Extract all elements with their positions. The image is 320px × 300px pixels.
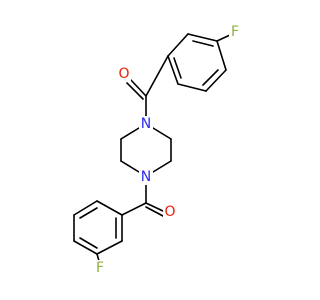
c-o-bottom-bond-b <box>145 206 164 217</box>
ring-top-bond-4 <box>205 69 227 92</box>
ring-bottom-inner-2 <box>79 237 98 249</box>
atom-oxygen-bottom: O <box>163 204 177 220</box>
ring-top-bond-1 <box>167 33 189 57</box>
piperazine-bond-3 <box>120 160 140 173</box>
ring-bottom-bond-1 <box>96 200 123 216</box>
atom-oxygen-top: O <box>117 66 131 82</box>
ring-top-bond-6 <box>167 55 179 85</box>
atom-label-oxygen-top: O <box>118 66 129 82</box>
ring-top-bond-2 <box>187 33 218 42</box>
c-o-top-bond-a <box>129 78 147 97</box>
molecule-diagram: F O N N O F <box>73 24 241 276</box>
carbonyl-top-link <box>145 55 169 97</box>
atom-label-layer: F O N N O F <box>94 24 241 276</box>
c-f-top-bond <box>216 34 231 42</box>
piperazine-bond-1 <box>120 127 140 140</box>
atom-fluorine-bottom: F <box>94 260 106 276</box>
atom-label-fluorine-top: F <box>231 24 239 40</box>
bond-layer <box>73 33 231 262</box>
atom-nitrogen-top: N <box>139 116 153 132</box>
atom-fluorine-top: F <box>229 24 241 40</box>
ring-bottom-bond-4 <box>73 240 98 255</box>
ring-top-inner-2 <box>202 69 219 86</box>
piperazine-bond-6 <box>152 127 172 140</box>
c-f-bottom-bond <box>96 253 100 262</box>
piperazine-bond-4 <box>152 160 172 173</box>
ring-top-inner-1 <box>192 40 214 47</box>
ring-top-inner-3 <box>173 57 182 79</box>
ring-bottom-inner-1 <box>79 207 98 219</box>
ring-top-bond-3 <box>216 40 227 71</box>
atom-label-nitrogen-bottom: N <box>141 169 151 185</box>
atom-label-oxygen-bottom: O <box>164 204 175 220</box>
ring-bottom-bond-5 <box>96 240 123 255</box>
atom-nitrogen-bottom: N <box>139 169 153 185</box>
ring-bottom-bond-2 <box>73 200 98 216</box>
atom-label-fluorine-bottom: F <box>96 260 104 276</box>
c-o-top-bond-b <box>126 82 144 100</box>
ring-top-bond-5 <box>177 83 207 92</box>
carbonyl-bottom-link <box>121 202 147 216</box>
atom-label-nitrogen-top: N <box>141 116 151 132</box>
c-o-bottom-bond-a <box>145 202 164 212</box>
